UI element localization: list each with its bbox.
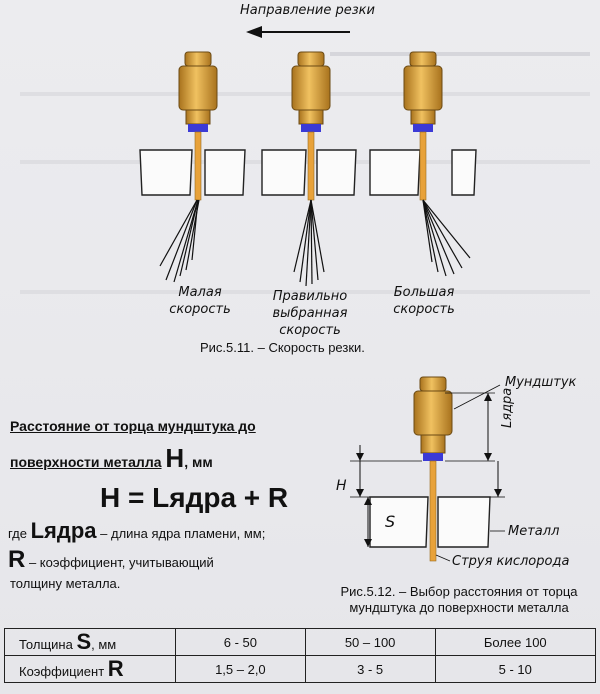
heading-line1: Расстояние от торца мундштука до [10, 418, 256, 434]
label-fast: Большая скорость [393, 285, 455, 317]
table-cell: 3 - 5 [304, 655, 436, 683]
formula: H = Lядра + R [100, 482, 289, 513]
table-cell: 50 – 100 [304, 628, 436, 656]
nozzle-distance-figure [350, 376, 505, 562]
r-definition-line2: толщину металла. [10, 576, 121, 591]
torch-slow [159, 51, 218, 283]
heading-line2: поверхности металла H, мм [10, 443, 213, 473]
table-cell: 5 - 10 [434, 655, 596, 683]
table-row: Толщина S, мм 6 - 50 50 – 100 Более 100 [4, 628, 596, 656]
table-cell: Более 100 [434, 628, 596, 656]
metal-plates [139, 149, 477, 196]
label-slow: Малая скорость [169, 285, 231, 317]
torch-correct [291, 51, 331, 287]
l-definition: где Lядра – длина ядра пламени, мм; [8, 518, 266, 543]
label-h: H [336, 478, 347, 494]
table-cell: 1,5 – 2,0 [175, 655, 306, 683]
table-cell: 6 - 50 [175, 628, 306, 656]
label-nozzle: Мундштук [505, 375, 577, 390]
cutting-speed-figure [139, 26, 477, 287]
row-label-coefficient: Коэффициент R [4, 655, 176, 683]
label-core-length: Lядра [500, 387, 515, 428]
label-metal: Металл [508, 524, 560, 539]
row-label-thickness: Толщина S, мм [4, 628, 176, 656]
label-s: S [385, 512, 396, 531]
table-row: Коэффициент R 1,5 – 2,0 3 - 5 5 - 10 [4, 655, 596, 683]
caption-fig-5-12: Рис.5.12. – Выбор расстояния от торца му… [340, 584, 578, 615]
label-oxygen-stream: Струя кислорода [452, 554, 570, 569]
label-correct: Правильно выбранная скорость [272, 289, 348, 338]
r-definition: R – коэффициент, учитывающий [8, 546, 214, 573]
torch-fast [403, 51, 471, 277]
direction-arrow [246, 26, 350, 38]
thickness-coefficient-table: Толщина S, мм 6 - 50 50 – 100 Более 100 … [4, 628, 596, 683]
caption-fig-5-11: Рис.5.11. – Скорость резки. [200, 340, 365, 355]
direction-label: Направление резки [240, 3, 375, 18]
